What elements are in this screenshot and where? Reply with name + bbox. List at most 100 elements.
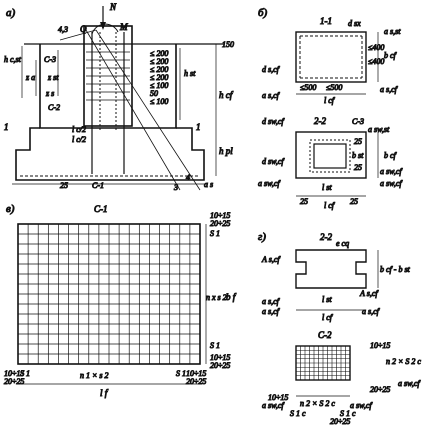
label-1015d: 10÷15 [186, 369, 206, 378]
label-25a: 25 [354, 137, 362, 146]
label-aswcf-g2: a sw,cf [350, 401, 373, 410]
panel-a: а) [4, 2, 235, 193]
label-hpl: h pl [219, 146, 233, 156]
label-s1d: S 1 [176, 369, 186, 378]
label-le400-b: ≤400 [368, 57, 384, 66]
label-s1b: S 1 [210, 341, 220, 350]
label-c3b: С-3 [352, 117, 364, 126]
label-M: M [119, 22, 128, 32]
label-25a: 25 [60, 181, 68, 190]
panel-v-label: в) [6, 203, 15, 215]
section-22-title: 2-2 [314, 116, 326, 126]
label-1-right: 1 [196, 122, 201, 132]
label-aswcf-2: a sw,cf [380, 167, 403, 176]
label-25c: 25 [354, 163, 362, 172]
mesh-c2-grid [296, 346, 350, 380]
section-11-title: 1-1 [320, 16, 332, 26]
label-Q: Q [80, 24, 87, 34]
label-dswcf2: d sw,cf [262, 157, 285, 166]
label-3: 3 [173, 183, 178, 192]
punch-line-2 [95, 29, 201, 191]
tick-1: ≤ 200 [150, 49, 168, 58]
label-aswcf-3: a sw,cf [380, 179, 403, 188]
label-c2a: С-2 [48, 103, 60, 112]
label-lc2a: l c/2 [72, 125, 86, 134]
label-lst: l st [322, 183, 332, 192]
label-zst: z st [47, 73, 59, 82]
label-2025d: 20÷25 [186, 377, 206, 386]
mesh-c2-title: С-2 [318, 330, 332, 340]
panel-g: г) 2-2 e cq A s,cf A s,cf b cf - b st l … [258, 231, 422, 427]
label-s1-g: S 1 c [290, 409, 306, 418]
label-aswcf-1: a sw,cf [258, 179, 281, 188]
label-nxs2b: n 1 × s 2 [80, 371, 109, 380]
mesh-c1-grid [18, 224, 200, 364]
label-bf: b f [226, 292, 237, 302]
label-hcst: h c,st [4, 55, 22, 64]
section-22-stirrup [309, 139, 351, 173]
label-as: a s [204, 180, 213, 189]
label-lcf: l cf [324, 96, 336, 105]
label-c1: С-1 [92, 181, 104, 190]
tick-3: ≤ 200 [150, 65, 168, 74]
label-hcf: h cf [219, 90, 234, 100]
label-bst: b st [352, 151, 364, 160]
label-ascf-2: a s,cf [380, 85, 399, 94]
label-1-left: 1 [4, 122, 9, 132]
label-s1a: S 1 [210, 229, 220, 238]
label-bcfbst: b cf - b st [380, 265, 411, 274]
label-dswcf: d sw,cf [262, 117, 285, 126]
label-nxs2: n x s 2 [206, 293, 227, 302]
label-4: 4 [186, 173, 190, 182]
label-hst: h st [184, 69, 196, 78]
section-22b-title: 2-2 [320, 232, 332, 242]
label-N: N [109, 2, 117, 12]
label-asst: a s,st [384, 27, 401, 36]
label-2025b: 20÷25 [210, 361, 230, 370]
label-ascf4: a s,cf [362, 307, 381, 316]
tick-2: ≤ 200 [150, 57, 168, 66]
label-dsx: d sx [348, 19, 361, 28]
label-Ascf2: A s,cf [359, 289, 379, 298]
label-150: 150 [222, 40, 234, 49]
panel-b: б) 1-1 d sx d s,cf a s,cf a s,cf a s,st … [258, 7, 404, 211]
mesh-c1-title: С-1 [94, 204, 108, 214]
label-aswcf-g: a sw,cf [262, 401, 285, 410]
label-bcf: b cf [384, 51, 398, 60]
punch-line-1 [85, 29, 181, 191]
section-22b-outline [295, 249, 367, 289]
column-outline [83, 25, 133, 127]
panel-b-label: б) [258, 7, 268, 19]
label-1015-g: 10÷15 [370, 341, 390, 350]
label-n2s2: n 2 × S 2 c [300, 399, 335, 408]
label-ascf3: a s,cf [262, 307, 281, 316]
label-lcf-2: l cf [324, 201, 336, 210]
tick-5: ≤ 100 [150, 81, 168, 90]
label-c3: С-3 [44, 55, 56, 64]
section-11-outline [295, 31, 367, 83]
label-ascf-1: a s,cf [262, 91, 281, 100]
label-ecq: e cq [336, 239, 349, 248]
label-ascf5: a s,cf [262, 297, 281, 306]
label-43: 4,3 [58, 25, 68, 34]
label-s1b-g: S 1 c [340, 409, 356, 418]
tick-6: 50 [150, 89, 158, 98]
label-lc2b: l c/2 [72, 135, 86, 144]
label-lcf-g: l cf [322, 313, 334, 322]
tick-4: ≤ 200 [150, 73, 168, 82]
section-22-outline [295, 131, 367, 179]
label-2025b-g: 20÷25 [330, 417, 350, 426]
label-zs: z s [45, 89, 54, 98]
tick-labels: ≤ 200 ≤ 200 ≤ 200 ≤ 200 ≤ 100 50 ≤ 100 [150, 49, 169, 107]
label-Ascf: A s,cf [261, 255, 281, 264]
label-le400-a: ≤400 [368, 43, 384, 52]
label-bcf-2: b cf [384, 151, 398, 160]
label-2025-g: 20÷25 [370, 385, 390, 394]
foundation-steps [15, 127, 205, 181]
label-aswcf-g3: a sw,cf [398, 379, 421, 388]
label-lst-g: l st [322, 295, 332, 304]
label-aswst: a sw,st [368, 125, 390, 134]
label-le500-b: ≤500 [326, 83, 342, 92]
label-2025a: 20÷25 [210, 219, 230, 228]
